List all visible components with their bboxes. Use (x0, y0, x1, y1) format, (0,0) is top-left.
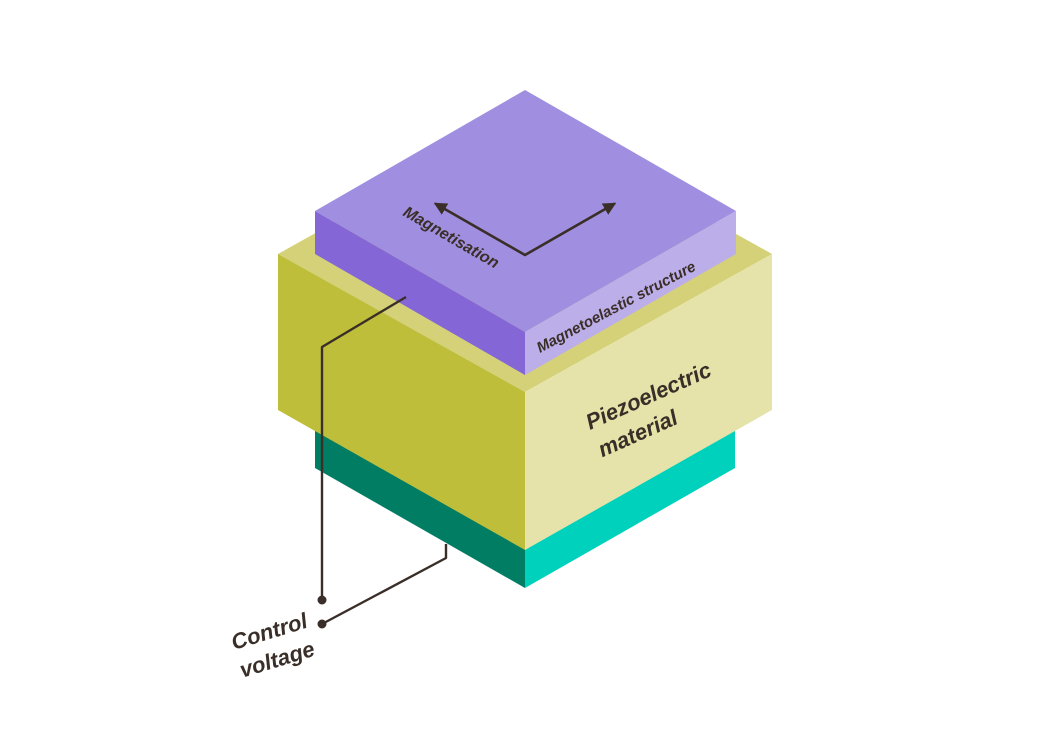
terminal-dot-icon (317, 619, 327, 629)
bottom-electrode-wire (321, 544, 448, 626)
piezo-left-face (278, 254, 525, 550)
terminal-dot-icon (317, 595, 327, 605)
control-wires (320, 295, 448, 626)
magnetisation-arrow-path (433, 202, 617, 257)
magnetoelastic-right-face (525, 211, 736, 375)
piezo-right-face (525, 254, 772, 550)
control-voltage-label: Control voltage (228, 608, 317, 683)
base-right-face (525, 428, 735, 588)
base-left-face (315, 428, 525, 588)
magnetisation-arrows-icon (433, 202, 617, 257)
base-layer (315, 428, 735, 588)
top-electrode-wire (320, 295, 407, 600)
magnetoelastic-left-face (315, 211, 525, 375)
